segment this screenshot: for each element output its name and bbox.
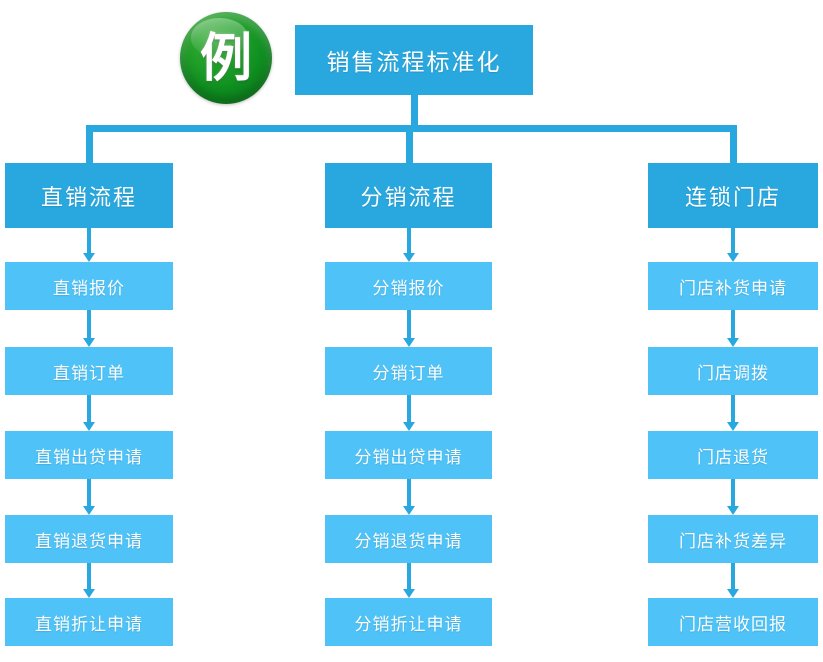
step-node-c2-1[interactable]: 分销报价	[325, 262, 492, 310]
step-node-c2-2[interactable]: 分销订单	[325, 347, 492, 395]
step-node-c3-1[interactable]: 门店补货申请	[648, 262, 818, 310]
arrow-col3-2-stem	[731, 310, 735, 338]
column-header-3[interactable]: 连锁门店	[648, 163, 818, 228]
arrow-col2-4-stem	[406, 479, 411, 506]
connector-horizontal-bar	[86, 125, 737, 132]
arrow-col3-1-stem	[731, 228, 735, 253]
arrow-col1-2-stem	[87, 310, 91, 338]
arrow-col2-3-stem	[406, 395, 411, 422]
step-node-c3-5[interactable]: 门店营收回报	[648, 598, 818, 646]
arrow-col1-4-head	[83, 506, 95, 515]
arrow-col3-5-head	[727, 589, 739, 598]
step-node-c2-5[interactable]: 分销折让申请	[325, 598, 492, 646]
step-node-c2-3[interactable]: 分销出贷申请	[325, 431, 492, 479]
example-badge: 例	[180, 12, 272, 104]
arrow-col1-5-head	[83, 589, 95, 598]
arrow-col3-5-stem	[731, 563, 735, 589]
arrow-col2-2-stem	[406, 310, 411, 338]
step-node-c1-5[interactable]: 直销折让申请	[5, 598, 173, 646]
arrow-col3-3-head	[727, 422, 739, 431]
root-node-title[interactable]: 销售流程标准化	[295, 25, 533, 95]
connector-trunk-vertical	[411, 95, 418, 132]
connector-drop-column-2	[405, 132, 413, 163]
arrow-col3-4-head	[727, 506, 739, 515]
connector-drop-column-3	[730, 132, 737, 163]
arrow-col1-5-stem	[87, 563, 91, 589]
arrow-col2-5-head	[402, 589, 415, 598]
arrow-col1-1-head	[83, 253, 95, 262]
step-node-c1-3[interactable]: 直销出贷申请	[5, 431, 173, 479]
arrow-col2-1-head	[402, 253, 415, 262]
arrow-col3-4-stem	[731, 479, 735, 506]
arrow-col1-3-head	[83, 422, 95, 431]
arrow-col2-2-head	[402, 338, 415, 347]
step-node-c3-2[interactable]: 门店调拨	[648, 347, 818, 395]
arrow-col2-4-head	[402, 506, 415, 515]
connector-drop-column-1	[86, 132, 93, 163]
example-badge-label: 例	[199, 29, 252, 89]
column-header-1[interactable]: 直销流程	[5, 163, 173, 228]
arrow-col1-2-head	[83, 338, 95, 347]
arrow-col3-2-head	[727, 338, 739, 347]
step-node-c3-3[interactable]: 门店退货	[648, 431, 818, 479]
arrow-col2-1-stem	[406, 228, 411, 253]
step-node-c2-4[interactable]: 分销退货申请	[325, 515, 492, 563]
arrow-col1-3-stem	[87, 395, 91, 422]
arrow-col2-5-stem	[406, 563, 411, 589]
step-node-c1-4[interactable]: 直销退货申请	[5, 515, 173, 563]
arrow-col1-1-stem	[87, 228, 91, 253]
step-node-c1-2[interactable]: 直销订单	[5, 347, 173, 395]
arrow-col3-1-head	[727, 253, 739, 262]
step-node-c3-4[interactable]: 门店补货差异	[648, 515, 818, 563]
arrow-col2-3-head	[402, 422, 415, 431]
arrow-col3-3-stem	[731, 395, 735, 422]
column-header-2[interactable]: 分销流程	[325, 163, 492, 228]
arrow-col1-4-stem	[87, 479, 91, 506]
step-node-c1-1[interactable]: 直销报价	[5, 262, 173, 310]
